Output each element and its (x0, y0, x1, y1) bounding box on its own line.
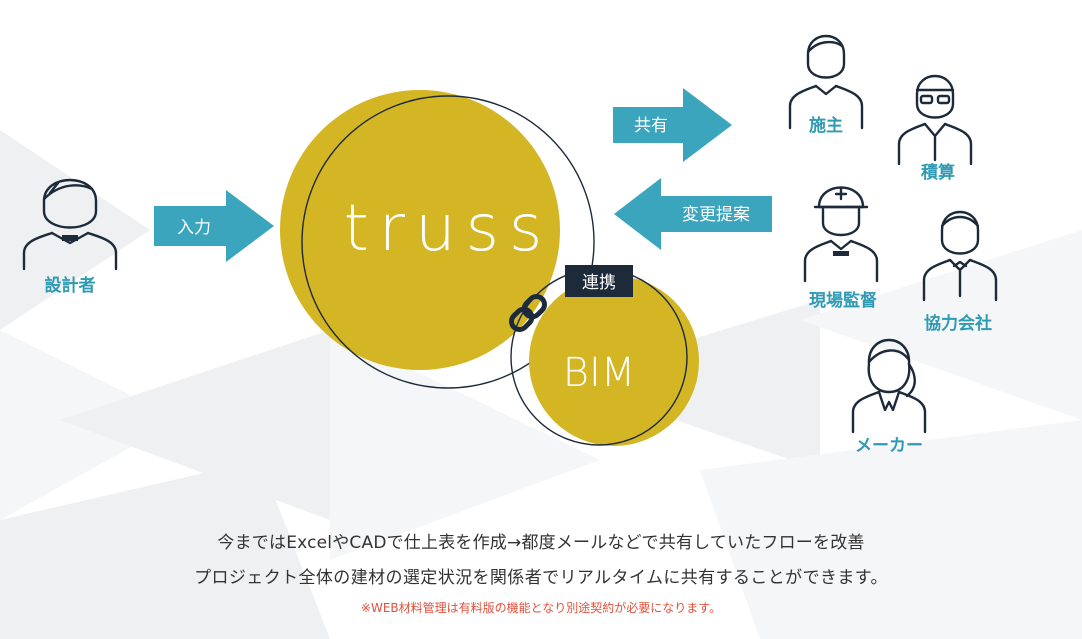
bim-circle (529, 276, 699, 446)
truss-outline-ring (301, 95, 595, 389)
link-badge (565, 265, 633, 297)
chain-link-icon (509, 294, 547, 332)
site-supervisor-label: 現場監督 (809, 290, 877, 311)
proposal-arrow-label: 変更提案 (682, 205, 750, 225)
partner-label: 協力会社 (924, 313, 992, 334)
owner-person-icon (788, 34, 864, 130)
owner-label: 施主 (809, 115, 843, 136)
background-pattern (0, 130, 1082, 639)
caption-line-1: 今まではExcelやCADで仕上表を作成→都度メールなどで共有していたフローを改… (217, 533, 865, 553)
proposal-arrow: 変更提案 (614, 178, 772, 250)
input-arrow-label: 入力 (177, 218, 211, 238)
input-arrow: 入力 (154, 190, 274, 262)
estimator-label: 積算 (921, 162, 955, 183)
designer-label: 設計者 (45, 275, 96, 296)
truss-circle (280, 90, 560, 370)
share-arrow: 共有 (613, 88, 732, 162)
site-supervisor-person-icon (803, 186, 879, 283)
maker-label: メーカー (855, 436, 923, 456)
maker-person-icon (851, 338, 927, 434)
partner-person-icon (922, 210, 998, 302)
bim-label: BIM (563, 350, 636, 396)
designer-person-icon (22, 178, 118, 271)
estimator-person-icon (897, 74, 973, 166)
link-badge-label: 連携 (582, 273, 616, 293)
caption-line-2: プロジェクト全体の建材の選定状況を関係者でリアルタイムに共有することができます。 (194, 568, 888, 588)
truss-label: truss (344, 192, 553, 266)
share-arrow-label: 共有 (634, 116, 668, 136)
paid-plan-note: ※WEB材料管理は有料版の機能となり別途契約が必要になります。 (360, 601, 722, 615)
